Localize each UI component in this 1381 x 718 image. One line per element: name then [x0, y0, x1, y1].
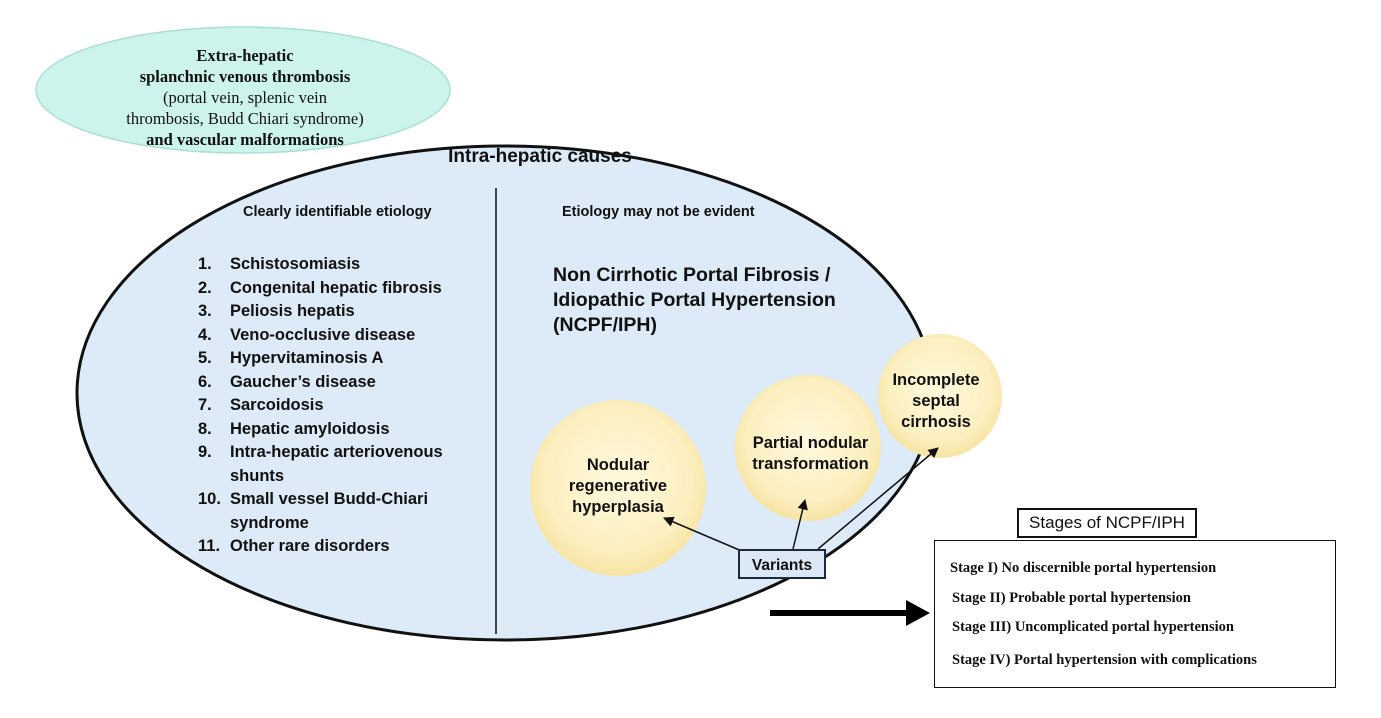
list-item: 10. Small vessel Budd-Chiari syndrome [198, 488, 490, 535]
right-column-heading: Etiology may not be evident [562, 204, 755, 220]
list-item-text: Small vessel Budd-Chiari syndrome [230, 490, 429, 532]
arrow-to-pnt [792, 498, 808, 550]
extra-hepatic-text: Extra-hepatic splanchnic venous thrombos… [80, 45, 410, 150]
stages-title: Stages of NCPF/IPH [1017, 508, 1197, 538]
stage-item: Stage III) Uncomplicated portal hyperten… [952, 619, 1234, 635]
isc-label-line: cirrhosis [901, 413, 971, 431]
nrh-bubble [530, 400, 706, 576]
ncpf-title-line3: (NCPF/IPH) [553, 314, 657, 336]
pnt-bubble [735, 375, 881, 521]
nrh-label-line: hyperplasia [572, 498, 664, 516]
isc-label: Incomplete septal cirrhosis [882, 370, 990, 433]
left-column-heading: Clearly identifiable etiology [243, 204, 432, 220]
stages-box: Stage I) No discernible portal hypertens… [934, 540, 1336, 688]
list-item: 11. Other rare disorders [198, 535, 490, 559]
variants-box: Variants [738, 549, 826, 579]
list-item: 8. Hepatic amyloidosis [198, 418, 490, 442]
list-item-number: 10. [198, 490, 221, 508]
list-item-text: Intra-hepatic arteriovenous shunts [230, 443, 443, 485]
list-item: 6. Gaucher’s disease [198, 371, 490, 395]
extra-hepatic-line2: splanchnic venous thrombosis [139, 67, 351, 86]
extra-hepatic-line5: and vascular malformations [146, 130, 344, 149]
isc-label-line: Incomplete [892, 371, 980, 389]
list-item-number: 4. [198, 325, 212, 344]
list-item-number: 7. [198, 396, 212, 414]
list-item-number: 3. [198, 302, 212, 320]
arrow-to-isc [817, 447, 939, 550]
list-item-text: Peliosis hepatis [230, 302, 355, 320]
list-item-number: 8. [198, 419, 212, 438]
list-item: 9. Intra-hepatic arteriovenous shunts [198, 441, 490, 488]
extra-hepatic-line3: (portal vein, splenic vein [162, 88, 328, 107]
extra-hepatic-ellipse [35, 26, 451, 154]
intra-hepatic-title: Intra-hepatic causes [448, 146, 632, 167]
nrh-label-line: regenerative [568, 477, 668, 495]
list-item-number: 2. [198, 278, 212, 297]
ncpf-title: Non Cirrhotic Portal Fibrosis / Idiopath… [553, 263, 893, 338]
isc-label-line: septal [912, 392, 960, 410]
stage-item: Stage II) Probable portal hypertension [952, 590, 1191, 606]
list-item: 5. Hypervitaminosis A [198, 347, 490, 371]
list-item-number: 5. [198, 349, 212, 367]
stages-arrow-head [906, 600, 930, 626]
stage-item: Stage IV) Portal hypertension with compl… [952, 652, 1257, 668]
stage-item: Stage I) No discernible portal hypertens… [950, 560, 1217, 576]
list-item-text: Congenital hepatic fibrosis [230, 278, 442, 297]
list-item-text: Sarcoidosis [230, 396, 324, 414]
pnt-label-line: transformation [752, 455, 869, 473]
causes-list: 1. Schistosomiasis 2. Congenital hepatic f… [198, 253, 490, 559]
ncpf-title-line1: Non Cirrhotic Portal Fibrosis / [553, 264, 831, 286]
isc-bubble [878, 334, 1002, 458]
list-item-text: Schistosomiasis [230, 255, 361, 273]
list-item-text: Gaucher’s disease [230, 372, 376, 391]
list-item-number: 9. [198, 443, 212, 461]
list-item: 7. Sarcoidosis [198, 394, 490, 418]
list-item-text: Hepatic amyloidosis [230, 419, 390, 438]
nrh-label-line: Nodular [586, 456, 650, 474]
list-item: 2. Congenital hepatic fibrosis [198, 277, 490, 301]
list-item: 4. Veno-occlusive disease [198, 324, 490, 348]
list-item-text: Veno-occlusive disease [230, 325, 416, 344]
list-item-text: Other rare disorders [230, 537, 390, 555]
list-item-text: Hypervitaminosis A [230, 349, 384, 367]
nrh-label: Nodular regenerative hyperplasia [548, 455, 688, 518]
arrow-to-nrh [663, 516, 745, 553]
pnt-label-line: Partial nodular [752, 434, 869, 452]
list-item: 1. Schistosomiasis [198, 253, 490, 277]
ncpf-title-line2: Idiopathic Portal Hypertension [553, 289, 836, 311]
list-item-number: 6. [198, 372, 212, 391]
list-item-number: 11. [198, 537, 221, 555]
list-item-number: 1. [198, 255, 212, 273]
extra-hepatic-line4: thrombosis, Budd Chiari syndrome) [126, 109, 364, 128]
pnt-label: Partial nodular transformation [738, 433, 883, 475]
extra-hepatic-line1: Extra-hepatic [196, 46, 294, 65]
list-item: 3. Peliosis hepatis [198, 300, 490, 324]
